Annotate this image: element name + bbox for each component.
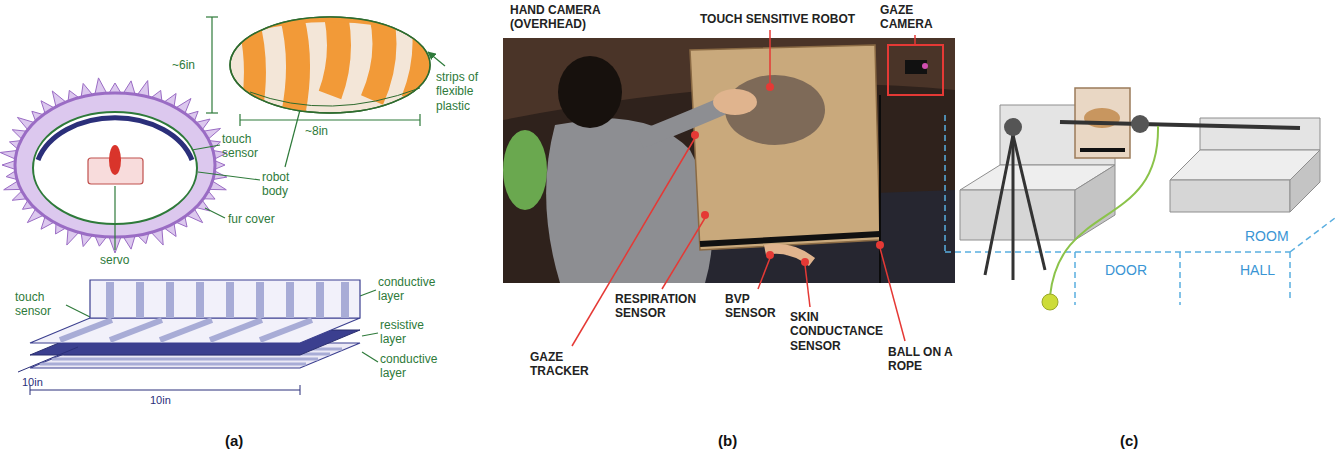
sensor-label: BALL ON A ROPE <box>888 345 953 374</box>
panel-label: (c) <box>1120 432 1138 450</box>
dimension-label: ~6in <box>172 58 195 72</box>
dimension-label: 10in <box>22 376 43 389</box>
touch-sensor-layers <box>30 280 360 368</box>
dimension-lines <box>206 17 420 126</box>
part-label: robot body <box>262 170 312 199</box>
region-label: HALL <box>1240 262 1275 279</box>
part-label: touch sensor <box>15 290 65 319</box>
size-lines <box>18 347 300 395</box>
leader-lines <box>66 52 445 362</box>
region-label: DOOR <box>1105 262 1147 279</box>
photo-leaders <box>572 30 915 346</box>
panel-label: (b) <box>718 432 737 450</box>
sensor-label: TOUCH SENSITIVE ROBOT <box>700 12 855 26</box>
sensor-label: GAZE CAMERA <box>880 3 952 32</box>
region-label: ROOM <box>1245 228 1289 245</box>
sensor-label: RESPIRATION SENSOR <box>615 292 710 321</box>
part-label: conductive layer <box>380 352 450 381</box>
dimension-label: 10in <box>150 394 171 407</box>
part-label: resistive layer <box>380 318 450 347</box>
part-label: strips of flexible plastic <box>436 70 498 113</box>
plastic-strips <box>232 10 430 120</box>
study-photo <box>503 38 955 283</box>
sensor-label: SKIN CONDUCTANCE SENSOR <box>790 310 885 353</box>
sensor-label: HAND CAMERA (OVERHEAD) <box>510 3 610 32</box>
fur-spikes <box>0 78 227 253</box>
fur-spike <box>2 161 15 170</box>
sensor-label: BVP SENSOR <box>725 292 785 321</box>
panel-label: (a) <box>225 432 243 450</box>
rig <box>985 88 1300 310</box>
sensor-label: GAZE TRACKER <box>530 350 610 379</box>
part-label: fur cover <box>228 212 275 226</box>
part-label: touch sensor <box>222 132 272 161</box>
part-label: conductive layer <box>378 275 448 304</box>
sensor-dots <box>691 83 884 266</box>
part-label: servo <box>100 253 129 267</box>
dimension-label: ~8in <box>305 124 328 138</box>
servo <box>109 145 121 175</box>
